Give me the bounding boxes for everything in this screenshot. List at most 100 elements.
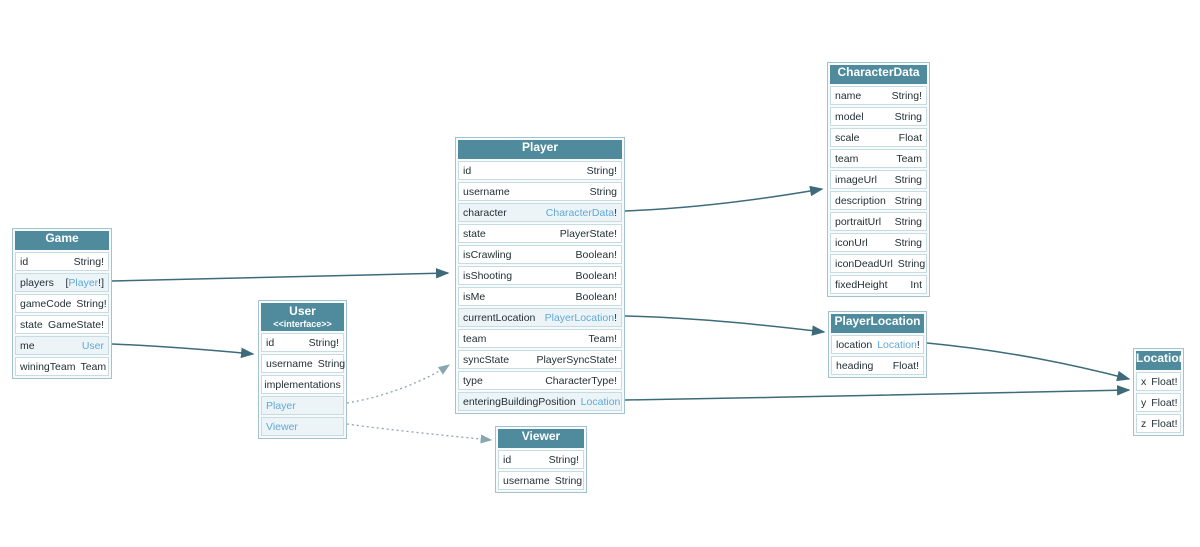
field-type: String	[897, 257, 926, 270]
field-type: Location!	[877, 339, 920, 351]
field-type: String!	[586, 164, 617, 177]
field-row-imageUrl[interactable]: imageUrl String	[830, 170, 927, 189]
type-wrapper: !	[614, 311, 617, 324]
field-name: z	[1141, 417, 1147, 430]
type-link-player[interactable]: Player	[68, 276, 99, 289]
field-type: String	[894, 110, 922, 123]
field-row-scale[interactable]: scale Float	[830, 128, 927, 147]
field-name: fixedHeight	[835, 278, 888, 291]
field-row-players[interactable]: players [Player!]	[15, 273, 109, 292]
field-name: isCrawling	[463, 248, 512, 261]
type-wrapper: !	[614, 206, 617, 219]
edge-game-me-to-user	[111, 343, 255, 359]
type-link-playerlocation[interactable]: PlayerLocation	[544, 311, 615, 324]
table-header-location[interactable]: Location	[1136, 351, 1181, 370]
type-link-user[interactable]: User	[81, 339, 104, 352]
field-name: scale	[835, 131, 860, 144]
field-name: username	[463, 185, 510, 198]
table-title: Game	[45, 231, 79, 245]
field-type: String	[554, 474, 583, 487]
field-type: PlayerSyncState!	[536, 353, 617, 366]
table-header-playerlocation[interactable]: PlayerLocation	[831, 314, 924, 333]
field-row-model[interactable]: model String	[830, 107, 927, 126]
field-type: String!	[548, 453, 579, 466]
field-type: [Player!]	[65, 277, 104, 289]
implementation-type-link[interactable]: Player	[266, 399, 296, 412]
field-name: y	[1141, 396, 1147, 409]
table-title: CharacterData	[837, 65, 920, 79]
type-link-characterdata[interactable]: CharacterData	[545, 206, 615, 219]
field-name: enteringBuildingPosition	[463, 395, 576, 408]
field-type: String	[894, 173, 922, 186]
table-header-viewer[interactable]: Viewer	[498, 429, 584, 448]
type-wrapper: !]	[98, 276, 104, 289]
field-row-iconDeadUrl[interactable]: iconDeadUrl String	[830, 254, 927, 273]
field-name: imageUrl	[835, 173, 878, 186]
field-type: Boolean!	[575, 269, 617, 282]
field-name: state	[20, 318, 43, 331]
field-type: Float	[898, 131, 922, 144]
divider-label: implementations	[264, 378, 341, 391]
type-link-location[interactable]: Location	[580, 395, 621, 408]
field-type: GameState!	[47, 318, 104, 331]
implementations-divider: implementations	[261, 375, 344, 394]
field-name: players	[20, 276, 54, 289]
field-row-character[interactable]: character CharacterData!	[458, 203, 622, 222]
type-link-location[interactable]: Location	[877, 338, 917, 351]
implementation-link-viewer[interactable]: Viewer	[261, 417, 344, 436]
field-name: type	[463, 374, 483, 387]
field-row-enteringBuildingPosition[interactable]: enteringBuildingPosition Location	[458, 392, 622, 411]
field-name: iconDeadUrl	[835, 257, 893, 270]
field-name: id	[20, 255, 29, 268]
table-header-user[interactable]: User<<interface>>	[261, 303, 344, 331]
table-subtitle: <<interface>>	[273, 319, 332, 329]
field-name: team	[835, 152, 859, 165]
implementation-link-player[interactable]: Player	[261, 396, 344, 415]
table-header-player[interactable]: Player	[458, 140, 622, 159]
field-name: iconUrl	[835, 236, 868, 249]
field-row-state[interactable]: state GameState!	[15, 315, 109, 334]
field-type: String!	[308, 336, 339, 349]
field-name: currentLocation	[463, 311, 536, 324]
field-name: character	[463, 206, 507, 219]
implementation-type-link[interactable]: Viewer	[266, 420, 298, 433]
field-name: model	[835, 110, 864, 123]
table-header-game[interactable]: Game	[15, 231, 109, 250]
table-header-characterdata[interactable]: CharacterData	[830, 65, 927, 84]
field-type: User	[82, 340, 104, 352]
edge-user-viewer-impl-to-viewer	[346, 423, 493, 444]
table-title: Location	[1136, 351, 1181, 365]
field-row-currentLocation[interactable]: currentLocation PlayerLocation!	[458, 308, 622, 327]
